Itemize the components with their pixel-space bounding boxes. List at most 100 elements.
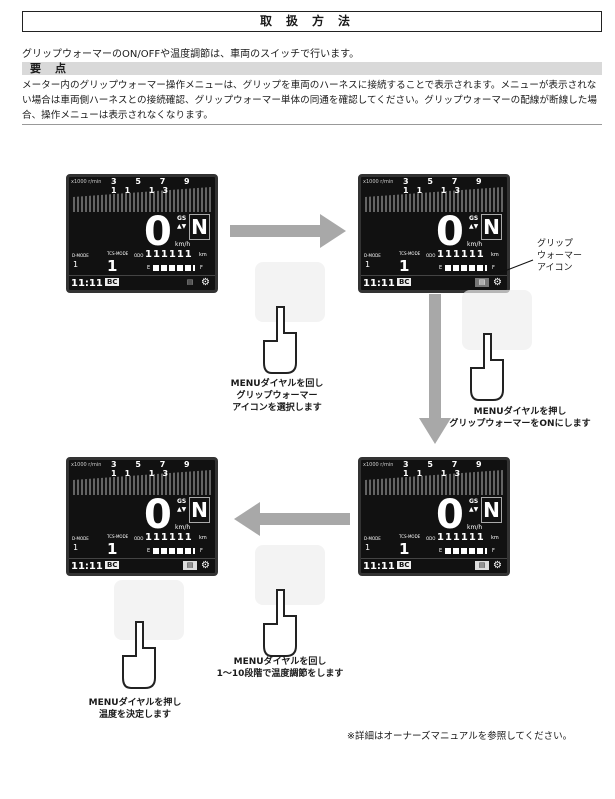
rpm-unit: x1000 r/min bbox=[71, 179, 102, 185]
gear-icon[interactable]: ⚙ bbox=[201, 560, 210, 571]
step2-caption: MENUダイヤルを押し グリップウォーマーをONにします bbox=[449, 407, 591, 429]
rpm-unit: x1000 r/min bbox=[71, 462, 102, 468]
fuel-full-label: F bbox=[492, 548, 495, 554]
rpm-unit: x1000 r/min bbox=[363, 462, 394, 468]
speed-value: 0 bbox=[436, 209, 464, 255]
gear-icon[interactable]: ⚙ bbox=[493, 560, 502, 571]
handlebar-switch-illustration bbox=[255, 545, 325, 605]
grip-warmer-icon[interactable]: ▤ bbox=[475, 278, 489, 287]
handlebar-switch-illustration bbox=[255, 262, 325, 322]
gs-label: GS bbox=[177, 215, 187, 222]
divider bbox=[22, 124, 602, 125]
step1-caption: MENUダイヤルを回し グリップウォーマー アイコンを選択します bbox=[230, 379, 324, 413]
dmode-value: 1 bbox=[73, 543, 79, 552]
gear-indicator: N bbox=[189, 214, 210, 240]
fuel-full-label: F bbox=[492, 265, 495, 271]
odo-value: 111111 bbox=[437, 532, 485, 543]
bc-badge: BC bbox=[397, 561, 412, 569]
dmode-value: 1 bbox=[365, 543, 371, 552]
bc-badge: BC bbox=[105, 561, 120, 569]
fuel-full-label: F bbox=[200, 548, 203, 554]
rpm-numbers: 3 5 7 9 11 13 bbox=[403, 177, 490, 195]
odo-unit: km bbox=[199, 535, 207, 541]
odo-label: ODO bbox=[134, 253, 144, 258]
speed-unit: km/h bbox=[175, 524, 191, 531]
dmode-label: D-MODE bbox=[72, 253, 89, 258]
meter-footer bbox=[69, 558, 215, 573]
tcs-value: 1 bbox=[399, 257, 410, 275]
gear-icon[interactable]: ⚙ bbox=[493, 277, 502, 288]
tcs-label: TCS-MODE bbox=[399, 534, 421, 539]
gear-indicator: N bbox=[189, 497, 210, 523]
tcs-label: TCS-MODE bbox=[107, 251, 129, 256]
grip-warmer-icon-callout: グリップ ウォーマー アイコン bbox=[537, 239, 583, 273]
pointing-hand-icon bbox=[122, 621, 156, 689]
odo-unit: km bbox=[491, 535, 499, 541]
key-points-body: メーター内のグリップウォーマー操作メニューは、グリップを車両のハーネスに接続する… bbox=[22, 80, 597, 121]
grip-warmer-icon[interactable]: ▤ bbox=[183, 561, 197, 570]
odo-label: ODO bbox=[426, 253, 436, 258]
fuel-gauge bbox=[153, 548, 195, 554]
dmode-value: 1 bbox=[73, 260, 79, 269]
step3-caption: MENUダイヤルを回し 1～10段階で温度調節をします bbox=[216, 657, 344, 679]
meter-display-2: x1000 r/min 3 5 7 9 11 13 0 GS ▲▼ N km/h… bbox=[358, 174, 510, 293]
pointing-hand-icon bbox=[263, 306, 297, 374]
shift-arrows: ▲▼ bbox=[469, 223, 479, 230]
speed-unit: km/h bbox=[175, 241, 191, 248]
bc-badge: BC bbox=[397, 278, 412, 286]
clock: 11:11 bbox=[363, 278, 395, 289]
meter-footer bbox=[69, 275, 215, 290]
fuel-gauge bbox=[445, 548, 487, 554]
odo-value: 111111 bbox=[145, 532, 193, 543]
handlebar-switch-illustration bbox=[114, 580, 184, 640]
shift-arrows: ▲▼ bbox=[177, 223, 187, 230]
pointing-hand-icon bbox=[470, 333, 504, 401]
odo-value: 111111 bbox=[437, 249, 485, 260]
key-points-bar bbox=[22, 62, 602, 75]
footnote: ※詳細はオーナーズマニュアルを参照してください。 bbox=[347, 731, 573, 742]
fuel-gauge bbox=[445, 265, 487, 271]
arrow-left-icon bbox=[234, 502, 350, 536]
meter-footer bbox=[361, 558, 507, 573]
clock: 11:11 bbox=[363, 561, 395, 572]
gs-label: GS bbox=[177, 498, 187, 505]
tcs-label: TCS-MODE bbox=[399, 251, 421, 256]
odo-label: ODO bbox=[134, 536, 144, 541]
dmode-value: 1 bbox=[365, 260, 371, 269]
tcs-value: 1 bbox=[399, 540, 410, 558]
callout-line bbox=[496, 259, 534, 275]
grip-warmer-icon[interactable]: ▤ bbox=[186, 278, 194, 286]
rpm-unit: x1000 r/min bbox=[363, 179, 394, 185]
gear-icon[interactable]: ⚙ bbox=[201, 277, 210, 288]
odo-value: 111111 bbox=[145, 249, 193, 260]
tcs-label: TCS-MODE bbox=[107, 534, 129, 539]
fuel-full-label: F bbox=[200, 265, 203, 271]
gs-label: GS bbox=[469, 215, 479, 222]
odo-unit: km bbox=[199, 252, 207, 258]
rpm-numbers: 3 5 7 9 11 13 bbox=[111, 177, 198, 195]
speed-value: 0 bbox=[144, 492, 172, 538]
dmode-label: D-MODE bbox=[364, 253, 381, 258]
meter-display-1: x1000 r/min 3 5 7 9 11 13 0 GS ▲▼ N km/h… bbox=[66, 174, 218, 293]
rpm-numbers: 3 5 7 9 11 13 bbox=[111, 460, 198, 478]
gs-label: GS bbox=[469, 498, 479, 505]
shift-arrows: ▲▼ bbox=[469, 506, 479, 513]
grip-warmer-icon[interactable]: ▤ bbox=[475, 561, 489, 570]
speed-unit: km/h bbox=[467, 524, 483, 531]
tcs-value: 1 bbox=[107, 540, 118, 558]
meter-display-4: x1000 r/min 3 5 7 9 11 13 0 GS ▲▼ N km/h… bbox=[66, 457, 218, 576]
meter-display-3: x1000 r/min 3 5 7 9 11 13 0 GS ▲▼ N km/h… bbox=[358, 457, 510, 576]
fuel-empty-label: E bbox=[439, 548, 443, 554]
fuel-empty-label: E bbox=[147, 265, 151, 271]
gear-indicator: N bbox=[481, 214, 502, 240]
section-title: 取扱方法 bbox=[22, 11, 602, 32]
dmode-label: D-MODE bbox=[72, 536, 89, 541]
fuel-empty-label: E bbox=[439, 265, 443, 271]
pointing-hand-icon bbox=[263, 589, 297, 657]
arrow-right-icon bbox=[230, 214, 346, 248]
step4-caption: MENUダイヤルを押し 温度を決定します bbox=[88, 698, 182, 720]
key-points-heading: 要点 bbox=[30, 62, 80, 75]
meter-footer bbox=[361, 275, 507, 290]
gear-indicator: N bbox=[481, 497, 502, 523]
odo-unit: km bbox=[491, 252, 499, 258]
